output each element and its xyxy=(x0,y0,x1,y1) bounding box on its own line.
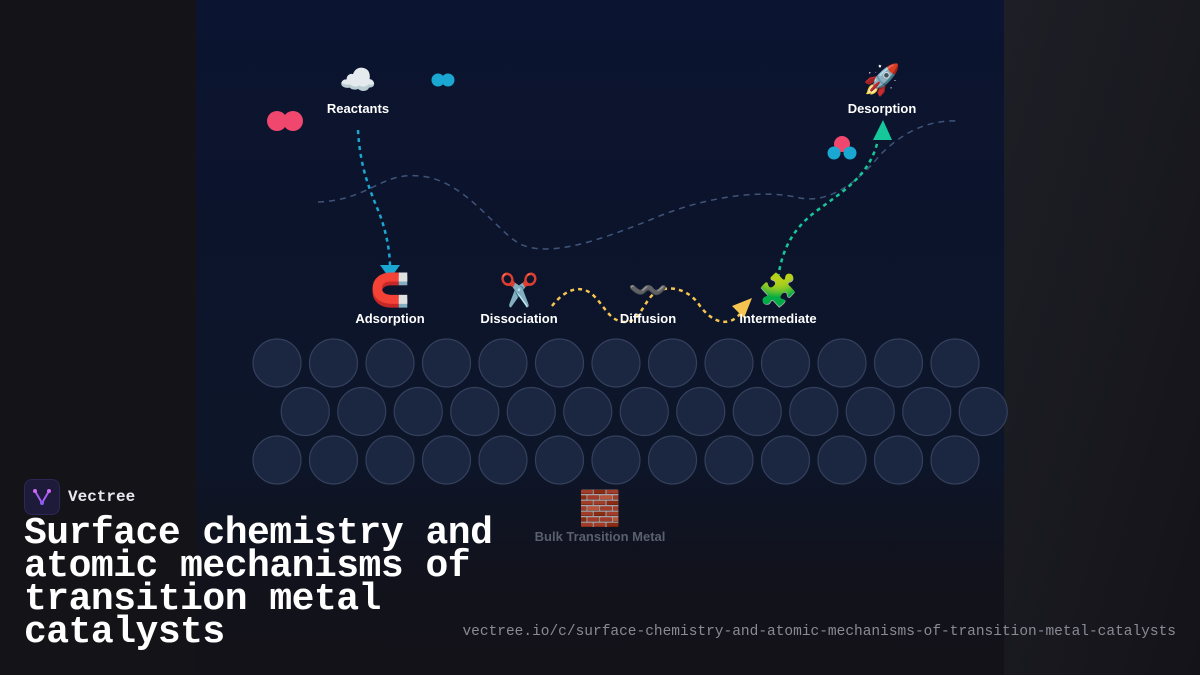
metal-atom xyxy=(789,386,839,437)
metal-atom xyxy=(873,338,924,388)
metal-atom xyxy=(280,386,330,437)
page-url[interactable]: vectree.io/c/surface-chemistry-and-atomi… xyxy=(462,624,1176,640)
vectree-logo-icon xyxy=(24,479,60,515)
metal-atom xyxy=(619,386,669,437)
metal-atom xyxy=(817,435,867,485)
metal-atom xyxy=(845,386,895,437)
dissociation-icon: ✂️ xyxy=(499,271,539,308)
metal-surface-lattice xyxy=(252,338,1008,485)
panel-bottom-fade xyxy=(196,470,1004,675)
metal-atom xyxy=(732,386,782,437)
intermediate-label: Intermediate xyxy=(739,311,816,326)
desorption-path xyxy=(776,139,880,279)
metal-atom xyxy=(760,338,811,388)
metal-atom xyxy=(252,338,302,388)
molecule-product xyxy=(827,136,857,160)
page-title: Surface chemistry and atomic mechanisms … xyxy=(24,512,493,654)
metal-atom xyxy=(308,338,359,388)
brick-icon: 🧱 xyxy=(579,489,621,528)
reactants-label: Reactants xyxy=(327,101,389,116)
diffusion-label: Diffusion xyxy=(620,311,676,326)
adsorption-label: Adsorption xyxy=(355,311,424,326)
metal-atom xyxy=(478,435,528,485)
adsorption-icon: 🧲 xyxy=(370,272,410,308)
metal-atom xyxy=(534,338,585,388)
metal-atom xyxy=(930,435,980,485)
reactants-icon: ☁️ xyxy=(339,64,376,97)
diffusion-path xyxy=(551,287,741,324)
intermediate-icon: 🧩 xyxy=(758,272,798,308)
logo-mark xyxy=(33,489,51,505)
metal-atom xyxy=(308,435,359,485)
metal-atom xyxy=(365,338,415,388)
molecule-red xyxy=(267,111,303,131)
dissociation-label: Dissociation xyxy=(480,311,557,326)
diffusion-arrowhead xyxy=(732,298,752,318)
metal-atom xyxy=(873,435,924,485)
metal-atom xyxy=(478,338,528,388)
metal-atom xyxy=(760,435,811,485)
metal-atom xyxy=(902,386,952,437)
metal-atom xyxy=(591,435,641,485)
diffusion-icon: 〰️ xyxy=(628,272,668,308)
metal-atom xyxy=(591,338,641,388)
adsorption-path xyxy=(356,129,392,269)
desorption-label: Desorption xyxy=(848,101,917,116)
energy-curve xyxy=(317,120,959,250)
adsorption-arrowhead xyxy=(380,265,400,279)
metal-atom xyxy=(563,386,613,437)
brand-name: Vectree xyxy=(68,488,136,506)
metal-atom xyxy=(958,386,1008,437)
molecule-blue xyxy=(431,73,455,87)
metal-atom xyxy=(704,435,754,485)
metal-atom xyxy=(930,338,980,388)
desorption-icon: 🚀 xyxy=(863,62,900,97)
metal-atom xyxy=(450,386,500,437)
background-left xyxy=(0,0,196,675)
background-right xyxy=(1004,0,1200,675)
desorption-arrowhead xyxy=(873,120,892,140)
metal-atom xyxy=(421,338,472,388)
metal-atom xyxy=(506,386,556,437)
metal-atom xyxy=(365,435,415,485)
metal-atom xyxy=(393,386,443,437)
bulk-metal-label: Bulk Transition Metal xyxy=(535,529,666,544)
metal-atom xyxy=(534,435,585,485)
metal-atom xyxy=(676,386,726,437)
metal-atom xyxy=(647,435,698,485)
metal-atom xyxy=(704,338,754,388)
metal-atom xyxy=(252,435,302,485)
metal-atom xyxy=(337,386,387,437)
metal-atom xyxy=(647,338,698,388)
brand: Vectree xyxy=(24,479,135,515)
metal-atom xyxy=(421,435,472,485)
metal-atom xyxy=(817,338,867,388)
